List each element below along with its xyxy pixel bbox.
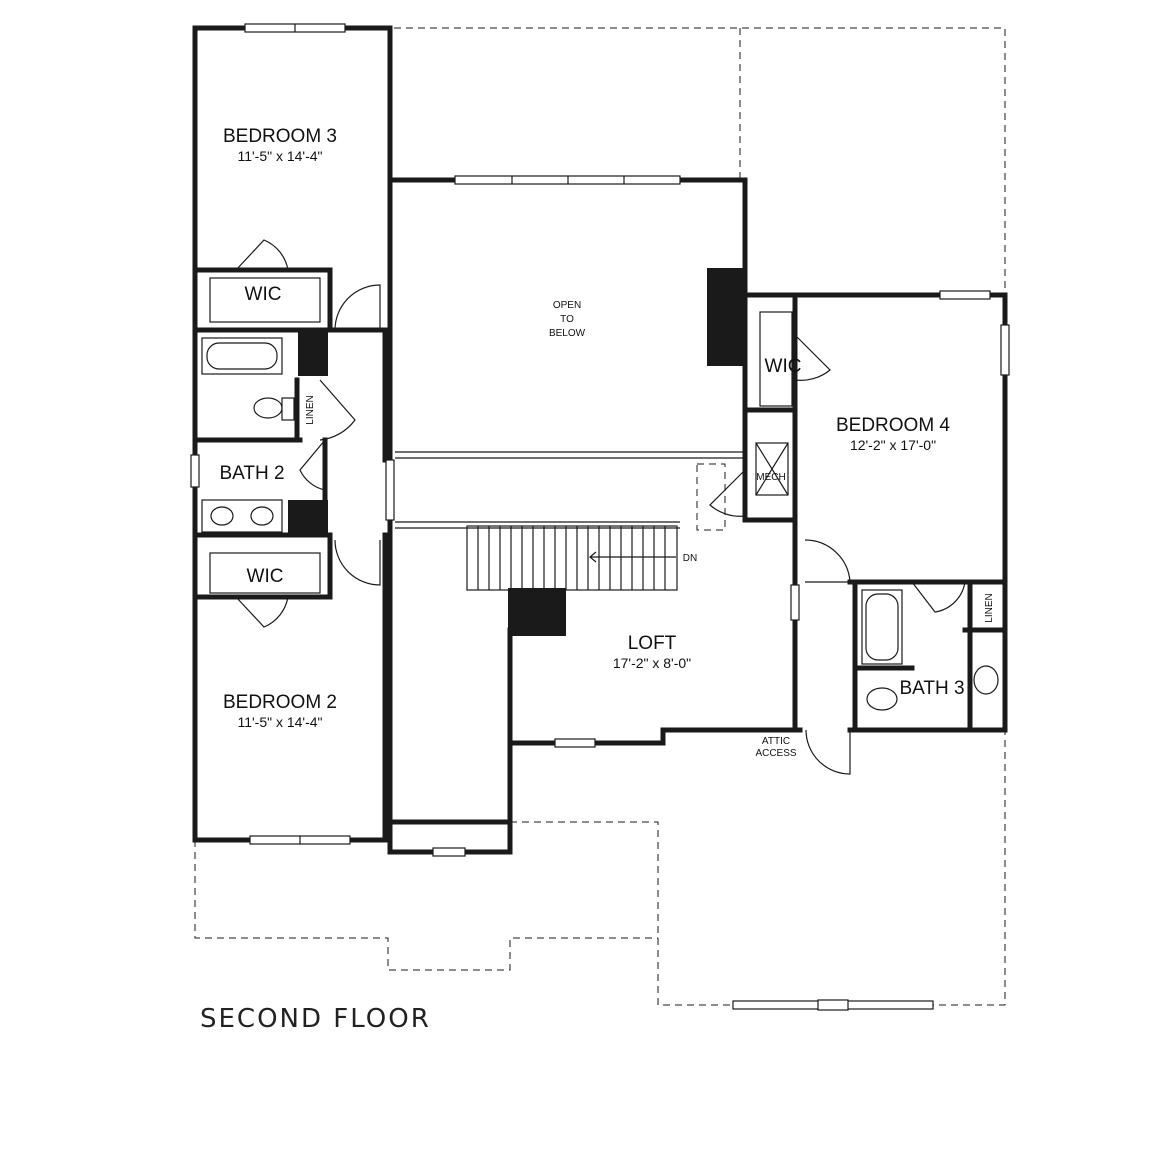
wic-right-label: WIC: [765, 356, 802, 377]
bedroom4-dimensions: 12'-2" x 17'-0": [850, 437, 936, 453]
bedroom4-label: BEDROOM 4: [836, 415, 950, 436]
attic-access-line1: ATTIC: [762, 736, 790, 747]
bath3-label: BATH 3: [899, 678, 964, 699]
floor-plan-title: SECOND FLOOR: [200, 1004, 431, 1034]
walls: [192, 25, 1008, 855]
loft-dimensions: 17'-2" x 8'-0": [613, 655, 691, 671]
thin-lines: [201, 239, 999, 775]
dark-blocks: [288, 268, 743, 636]
windows: [190, 23, 1010, 1011]
attic-access-line2: ACCESS: [755, 748, 796, 759]
loft-label: LOFT: [628, 633, 677, 654]
linen-right-label: LINEN: [984, 593, 995, 622]
linen-left-label: LINEN: [305, 395, 316, 424]
mech-label: MECH: [756, 472, 785, 483]
bedroom3-dimensions: 11'-5" x 14'-4": [237, 148, 322, 164]
open-below-line3: BELOW: [549, 328, 586, 339]
stairs-down-label: DN: [683, 553, 697, 564]
wic-top-label: WIC: [245, 284, 282, 305]
wic-bottom-label: WIC: [247, 566, 284, 587]
open-below-line2: TO: [560, 314, 574, 325]
bedroom2-label: BEDROOM 2: [223, 692, 337, 713]
bedroom3-label: BEDROOM 3: [223, 126, 337, 147]
bedroom2-dimensions: 11'-5" x 14'-4": [237, 714, 322, 730]
bath2-label: BATH 2: [219, 463, 284, 484]
open-below-line1: OPEN: [553, 300, 581, 311]
